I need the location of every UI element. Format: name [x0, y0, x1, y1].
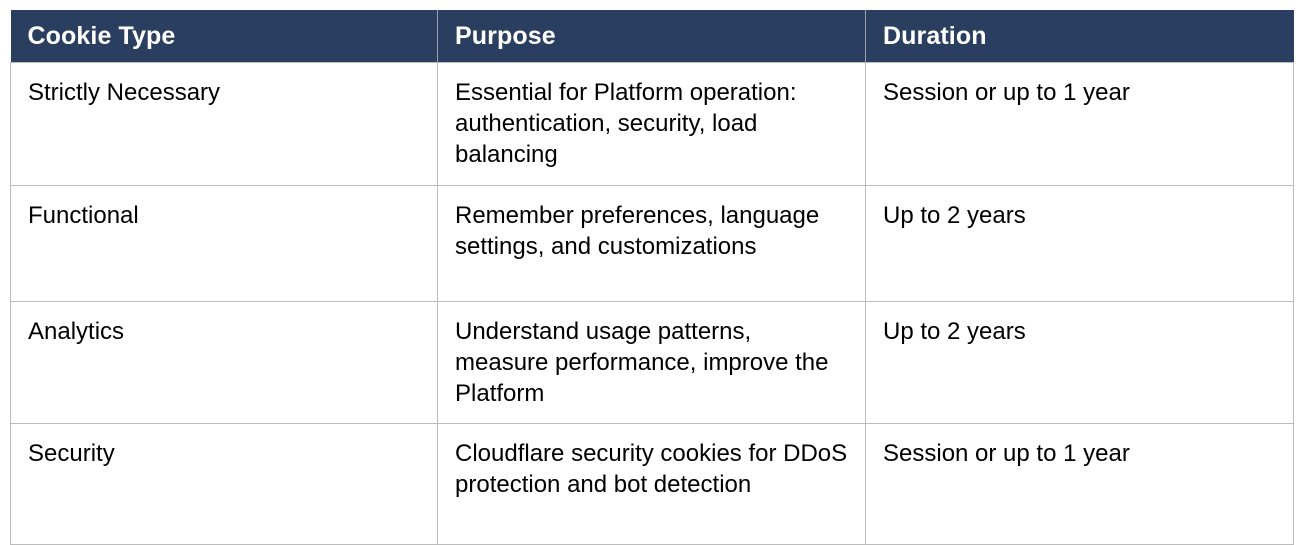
- table-row: Analytics Understand usage patterns, mea…: [10, 300, 1294, 425]
- cell-text: Session or up to 1 year: [883, 79, 1130, 106]
- cell-purpose: Remember preferences, language settings,…: [437, 184, 866, 302]
- cell-text: Essential for Platform operation: authen…: [455, 79, 797, 169]
- cell-cookie-type: Security: [10, 423, 438, 545]
- cell-duration: Session or up to 1 year: [865, 423, 1294, 545]
- cell-duration: Session or up to 1 year: [865, 62, 1294, 186]
- table-row: Security Cloudflare security cookies for…: [10, 423, 1294, 545]
- cell-cookie-type: Strictly Necessary: [10, 62, 438, 186]
- table-header: Cookie Type Purpose Duration: [10, 10, 1294, 63]
- cell-duration: Up to 2 years: [865, 300, 1294, 425]
- table-header-row: Cookie Type Purpose Duration: [10, 10, 1294, 63]
- cell-text: Cloudflare security cookies for DDoS pro…: [455, 440, 848, 499]
- cell-purpose: Understand usage patterns, measure perfo…: [437, 300, 866, 425]
- cookie-policy-table-container: Cookie Type Purpose Duration Strictly Ne…: [10, 10, 1294, 545]
- cell-text: Functional: [28, 201, 139, 229]
- cell-cookie-type: Analytics: [10, 300, 438, 425]
- cookie-policy-table: Cookie Type Purpose Duration Strictly Ne…: [10, 10, 1294, 545]
- cell-text: Remember preferences, language settings,…: [455, 201, 820, 260]
- cell-text: Strictly Necessary: [28, 79, 221, 106]
- column-header-cookie-type: Cookie Type: [10, 10, 438, 63]
- cell-purpose: Essential for Platform operation: authen…: [437, 62, 866, 186]
- cell-text: Understand usage patterns, measure perfo…: [455, 317, 829, 407]
- cell-duration: Up to 2 years: [865, 184, 1294, 302]
- cell-text: Analytics: [28, 317, 125, 345]
- cell-text: Up to 2 years: [883, 201, 1026, 229]
- cell-text: Up to 2 years: [883, 317, 1026, 345]
- table-row: Strictly Necessary Essential for Platfor…: [10, 62, 1294, 186]
- column-header-purpose: Purpose: [437, 10, 866, 63]
- column-header-duration: Duration: [865, 10, 1294, 63]
- cell-purpose: Cloudflare security cookies for DDoS pro…: [437, 423, 866, 545]
- cell-cookie-type: Functional: [10, 184, 438, 302]
- table-body: Strictly Necessary Essential for Platfor…: [10, 62, 1294, 545]
- cell-text: Security: [28, 440, 115, 468]
- cell-text: Session or up to 1 year: [883, 440, 1130, 468]
- table-row: Functional Remember preferences, languag…: [10, 184, 1294, 302]
